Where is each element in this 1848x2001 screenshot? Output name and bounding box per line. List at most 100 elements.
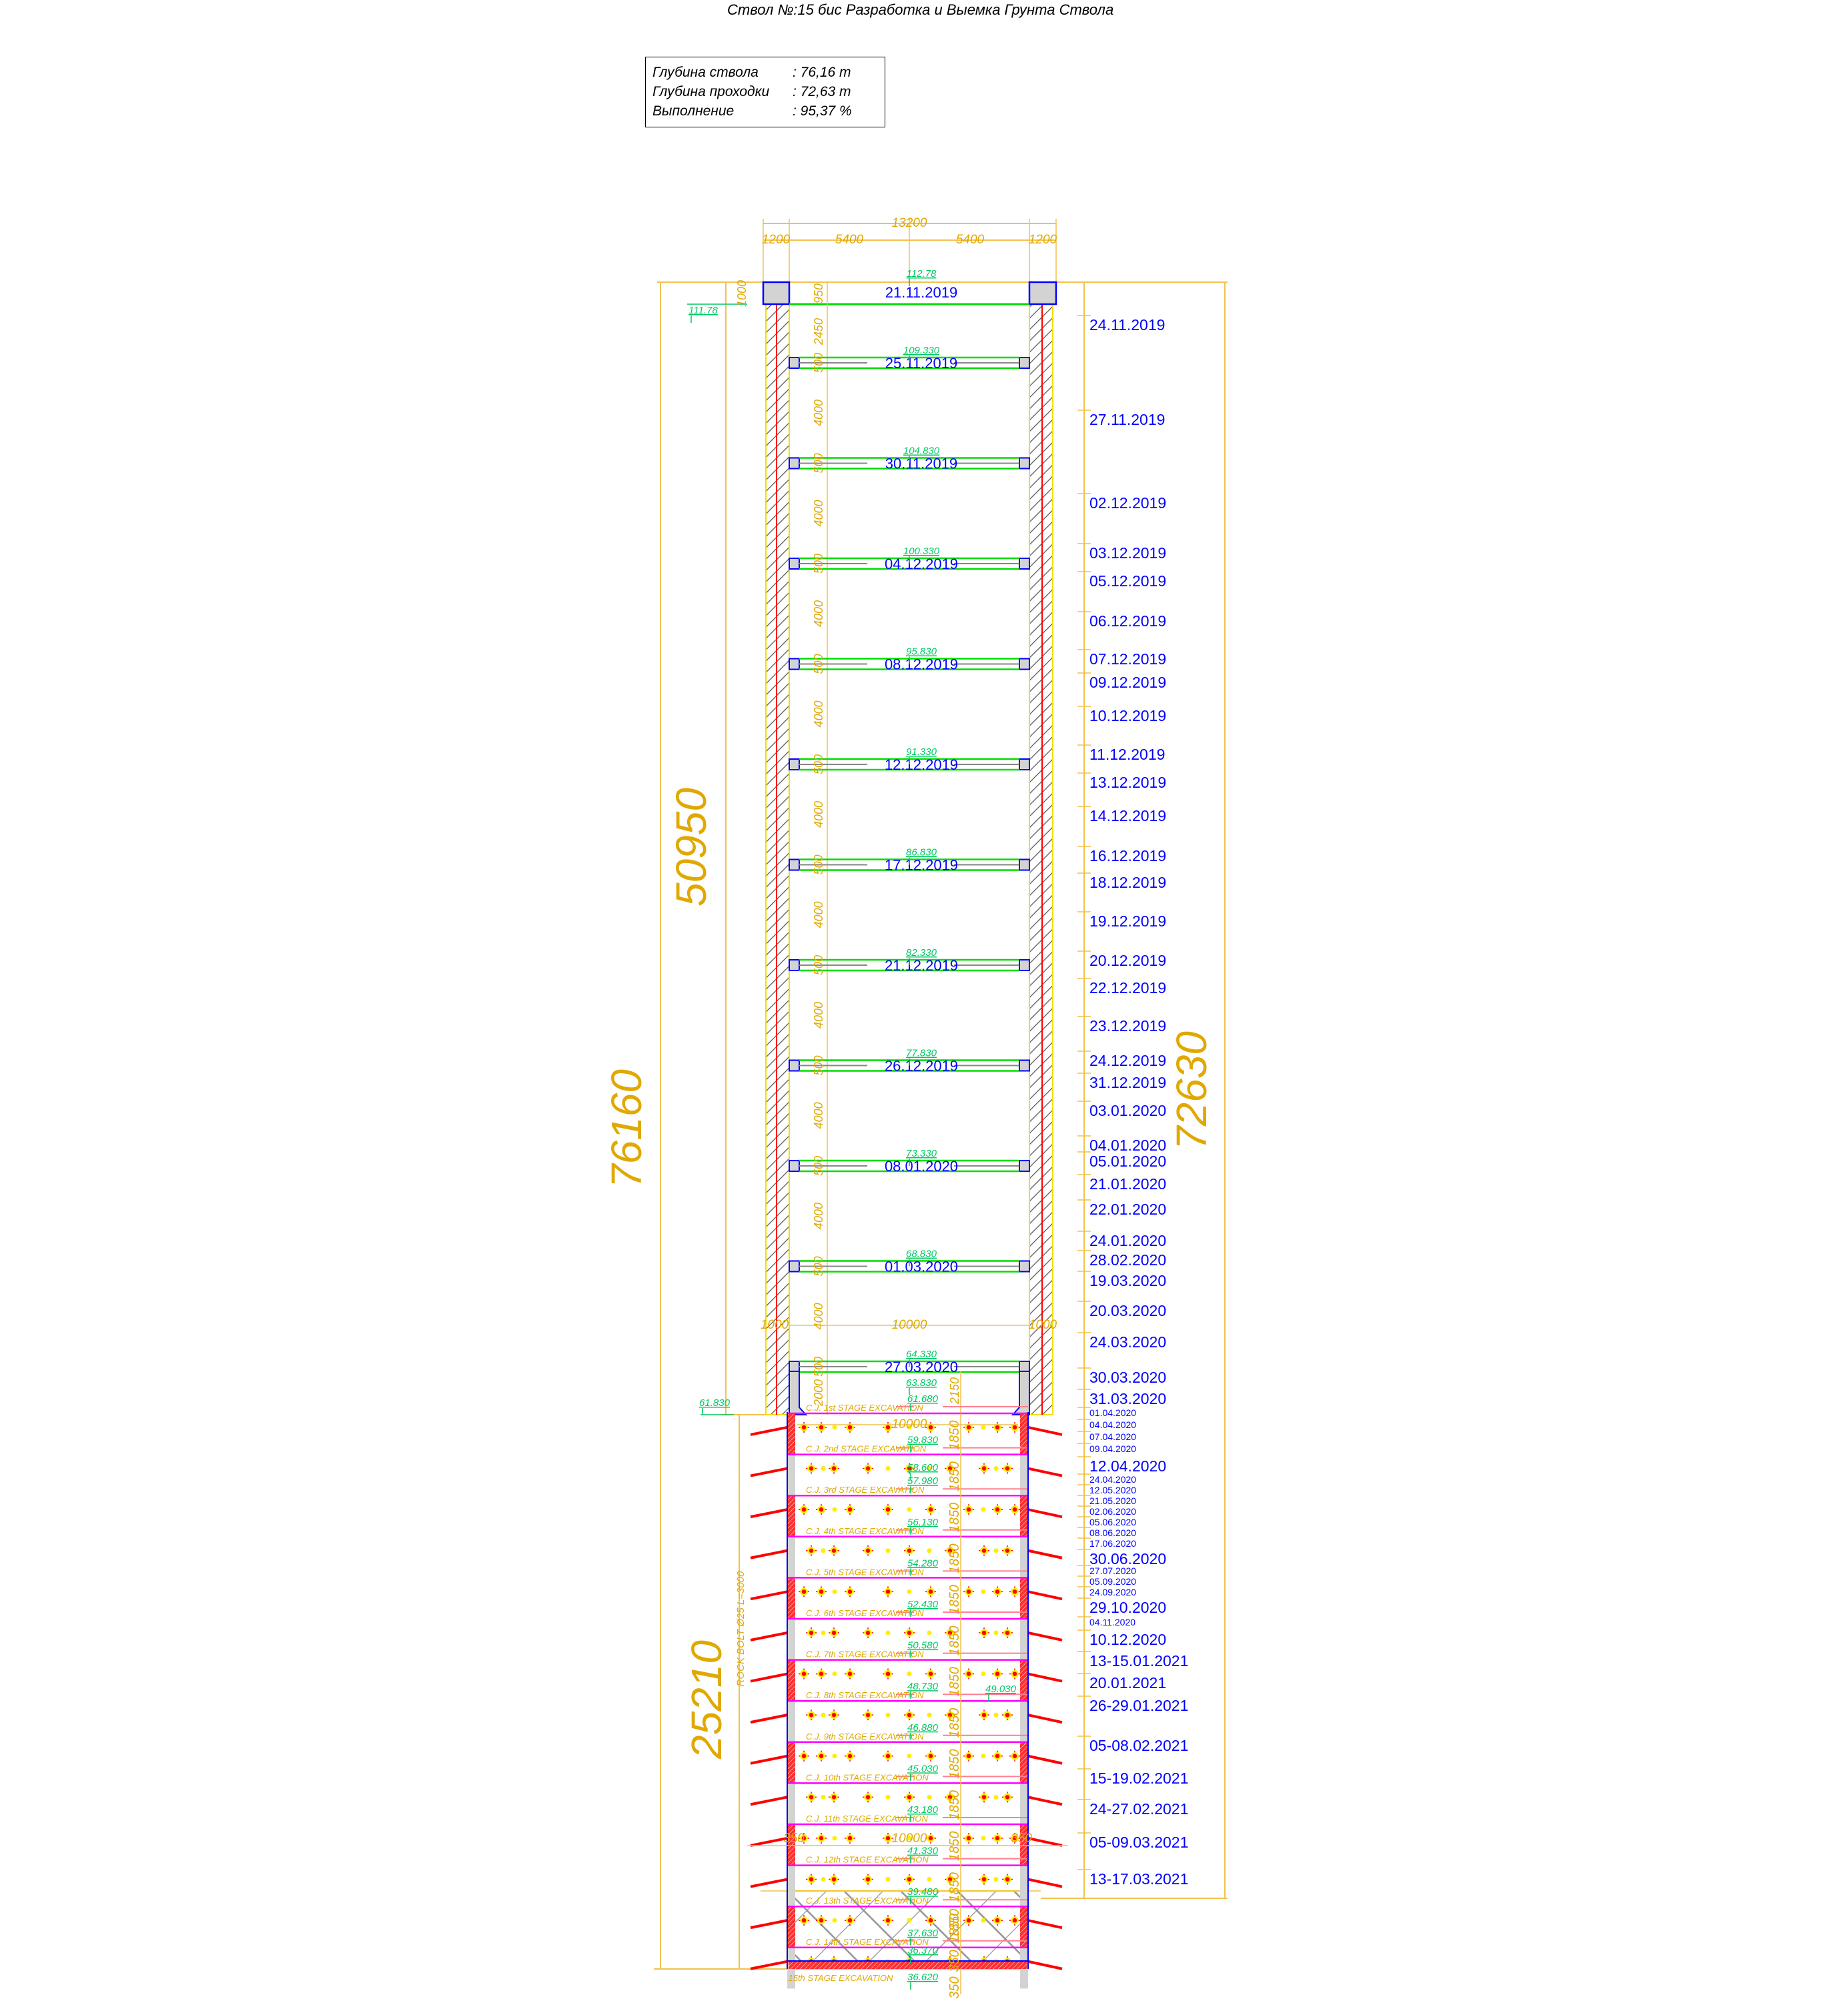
schedule-date: 26-29.01.2021 [1089,1697,1188,1714]
lining-wall-left [787,1454,795,1496]
schedule-date: 01.04.2020 [1089,1407,1136,1418]
stage-label: C.J. 3rd STAGE EXCAVATION [806,1485,925,1495]
dim-stage-height: 1850 [947,1461,962,1491]
ring-elevation: 95.830 [906,646,937,658]
ring-support-right [1019,558,1030,570]
dimension-label: 2150 [948,1377,961,1405]
rock-bolt-left [750,1836,788,1847]
dim-ring-gap: 4000 [812,901,825,928]
ring-support-right [1019,758,1030,770]
rock-bolt-marker-icon [830,1875,838,1884]
ring-lower-elevation: 63.830 [906,1377,937,1389]
rock-bolt-marker-icon [817,1587,825,1596]
schedule-date: 02.06.2020 [1089,1506,1136,1517]
shotcrete-wall-right [1020,1413,1028,1455]
rock-bolt-marker-icon [1003,1793,1011,1802]
schedule-date: 24.03.2020 [1089,1333,1166,1351]
schedule-date: 05.01.2020 [1089,1153,1166,1170]
rock-bolt-marker-icon [884,1752,892,1760]
rock-bolt-marker-icon [817,1423,825,1431]
schedule-date: 27.07.2020 [1089,1565,1136,1576]
rock-bolt-marker-icon [980,1711,988,1719]
schedule-date: 09.12.2019 [1089,674,1166,691]
anchor-dot-icon [832,1672,837,1677]
rock-bolt-right [1027,1919,1063,1930]
rock-bolt-marker-icon [905,1629,913,1637]
rock-bolt-marker-icon [800,1752,808,1760]
dim-part-width: 1200 [762,233,791,247]
rock-bolt-marker-icon [817,1670,825,1678]
lining-wall-right [1020,1536,1028,1578]
dim-ring-gap: 4000 [812,1102,825,1129]
rock-bolt-right [1027,1796,1063,1806]
schedule-date: 19.03.2020 [1089,1272,1166,1289]
dim-part-width: 5400 [835,233,864,247]
stage-elevation: 46.880 [907,1722,939,1734]
schedule-date: 11.12.2019 [1089,746,1165,763]
dim-ring-height: 500 [812,453,825,473]
dim-ring-gap: 4000 [812,700,825,727]
dim-excavated-depth: 72630 [1168,1031,1216,1150]
rock-bolt-right [1027,1960,1063,1970]
dim-stage-height: 1850 [947,1909,962,1939]
ring-date: 04.12.2019 [885,556,958,572]
dim-stage-height: 1850 [947,1790,962,1820]
rock-bolt-right [1027,1754,1063,1765]
anchor-dot-icon [832,1836,837,1841]
shotcrete-wall-left [787,1577,795,1619]
schedule-date: 24.12.2019 [1089,1052,1166,1069]
schedule-date: 05.09.2020 [1089,1576,1136,1587]
rock-bolt-marker-icon [800,1916,808,1924]
rock-bolt-right [1027,1425,1063,1436]
collar-date: 21.11.2019 [885,284,957,301]
schedule-date: 17.06.2020 [1089,1538,1136,1549]
dim-stage-edge: 350 [1011,1832,1032,1846]
rock-bolt-marker-icon [905,1875,913,1884]
rock-bolt-marker-icon [807,1875,815,1884]
bottom-slab [789,1961,1027,1969]
rock-bolt-marker-icon [927,1752,935,1760]
shotcrete-wall-left [787,1824,795,1866]
schedule-date: 22.01.2020 [1089,1201,1166,1218]
dim-side: 1000 [1029,1318,1057,1332]
dim-lower-section: 25210 [682,1640,731,1760]
rock-bolt-left [750,1714,788,1724]
ring-support-left [789,1059,800,1072]
rock-bolt-marker-icon [927,1587,935,1596]
lining-wall-right [1020,1865,1028,1907]
dimension-label: 2450 [812,318,825,346]
info-label: Глубина ствола [652,65,759,80]
dim-bottom-height: 350 [947,1950,962,1972]
anchor-dot-icon [832,1425,837,1430]
stage-label: C.J. 6th STAGE EXCAVATION [806,1608,924,1618]
summary-box: Глубина ствола: 76,16 m Глубина проходки… [645,57,885,127]
rock-bolt-marker-icon [807,1629,815,1637]
rock-bolt-marker-icon [800,1834,808,1842]
rock-bolt-left [750,1796,788,1806]
anchor-dot-icon [993,1466,999,1471]
stage-label: C.J. 8th STAGE EXCAVATION [806,1690,924,1700]
rock-bolt-marker-icon [946,1711,954,1719]
anchor-dot-icon [821,1466,826,1471]
anchor-dot-icon [981,1836,986,1841]
schedule-date: 21.05.2020 [1089,1495,1136,1506]
anchor-dot-icon [907,1507,912,1512]
dim-stage-height: 1850 [947,1749,962,1779]
rock-bolt-marker-icon [980,1629,988,1637]
rock-bolt-marker-icon [946,1875,954,1884]
stage-elevation: 57.980 [907,1475,939,1487]
anchor-dot-icon [821,1794,826,1800]
rock-bolt-marker-icon [1011,1423,1019,1431]
schedule-date: 04.04.2020 [1089,1419,1136,1430]
rock-bolt-marker-icon [846,1916,854,1924]
dim-ring-height: 500 [812,1256,825,1276]
ring-support-right [1019,357,1030,369]
info-value: : 72,63 m [793,84,851,99]
rock-bolt-marker-icon [864,1629,872,1637]
rock-bolt-marker-icon [800,1587,808,1596]
dim-ring-height: 500 [812,654,825,674]
rock-bolt-marker-icon [1011,1834,1019,1842]
dim-ring-height: 500 [812,754,825,774]
rock-bolt-marker-icon [1003,1464,1011,1473]
ring-date: 30.11.2019 [885,456,957,472]
